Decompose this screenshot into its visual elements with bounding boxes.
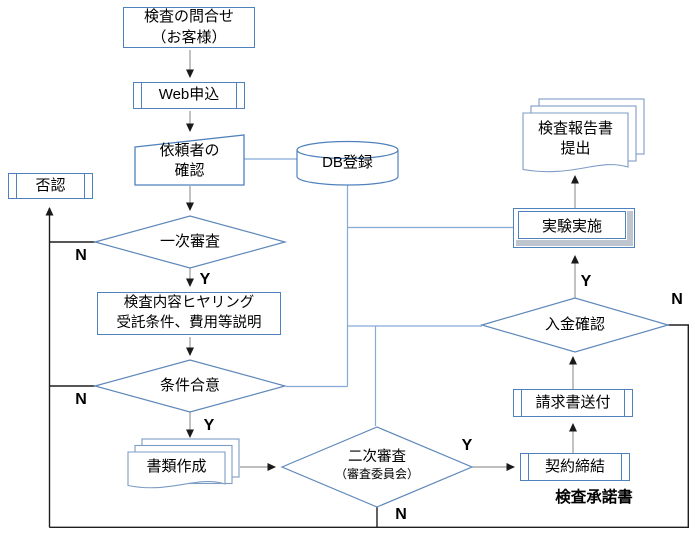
payment-check-label: 入金確認: [544, 316, 605, 334]
denial-node: 否認: [8, 173, 93, 199]
predef-bar-left: [521, 390, 522, 416]
report-sheet-front: [522, 112, 629, 173]
condition-agree-y: Y: [203, 417, 215, 434]
web-apply-label: Web申込: [158, 86, 220, 104]
db-register-cylinder: [296, 140, 399, 186]
second-review-main: 二次審査: [348, 448, 406, 465]
condition-agree-n: N: [75, 391, 87, 408]
payment-check-diamond: [479, 297, 671, 353]
predef-bar-right: [236, 83, 237, 108]
invoice-label: 請求書送付: [535, 393, 611, 411]
report-label: 検査報告書 提出: [537, 120, 613, 157]
predef-bar-right: [624, 390, 625, 416]
bevel-shadow: [627, 211, 633, 246]
second-review-sub: （審査委員会）: [334, 466, 419, 481]
requester-confirm-shape: [134, 134, 245, 186]
payment-check-y: Y: [580, 273, 592, 290]
predef-bar-left: [141, 83, 142, 108]
consent-note-label: 検査承諾書: [555, 489, 633, 507]
hearing-node: 検査内容ヒヤリング 受託条件、費用等説明: [97, 292, 281, 335]
second-review-y: Y: [461, 437, 473, 454]
contract-node: 契約締結: [520, 453, 630, 481]
experiment-node: 実験実施: [513, 208, 635, 248]
second-review-n: N: [395, 506, 407, 523]
predef-bar-right: [621, 454, 622, 480]
second-review-diamond: [280, 426, 474, 508]
requester-confirm-label: 依頼者の 確認: [159, 142, 220, 179]
doc-create-label: 書類作成: [146, 458, 207, 476]
condition-agree-label: 条件合意: [159, 377, 220, 395]
doc-sheet-front: [127, 451, 226, 489]
predef-bar-right: [84, 174, 85, 198]
experiment-label: 実験実施: [518, 211, 626, 239]
predef-bar-left: [528, 454, 529, 480]
db-register-label: DB登録: [322, 154, 373, 172]
second-review-label: 二次審査 （審査委員会）: [282, 434, 472, 496]
first-review-y: Y: [199, 271, 211, 288]
db-connector-lines: [244, 158, 513, 426]
predef-bar-left: [16, 174, 17, 198]
flow-arrows: [186, 50, 579, 471]
bevel-shadow: [516, 240, 633, 246]
condition-agree-diamond: [92, 359, 288, 413]
payment-check-n: N: [671, 291, 683, 308]
first-review-diamond: [92, 215, 288, 269]
contract-label: 契約締結: [544, 457, 605, 475]
cylinder-body: [296, 150, 399, 186]
payment-check-n-line: [668, 324, 689, 528]
first-review-label: 一次審査: [159, 233, 220, 251]
denial-label: 否認: [35, 176, 66, 194]
cylinder-top: [296, 140, 399, 160]
report-stack: [522, 98, 645, 173]
inquiry-node: 検査の問合せ （お客様）: [123, 7, 255, 48]
web-apply-node: Web申込: [133, 82, 245, 109]
invoice-node: 請求書送付: [513, 389, 633, 417]
first-review-n: N: [75, 247, 87, 264]
reject-lines: [45, 207, 689, 528]
doc-create-stack: [127, 438, 240, 489]
